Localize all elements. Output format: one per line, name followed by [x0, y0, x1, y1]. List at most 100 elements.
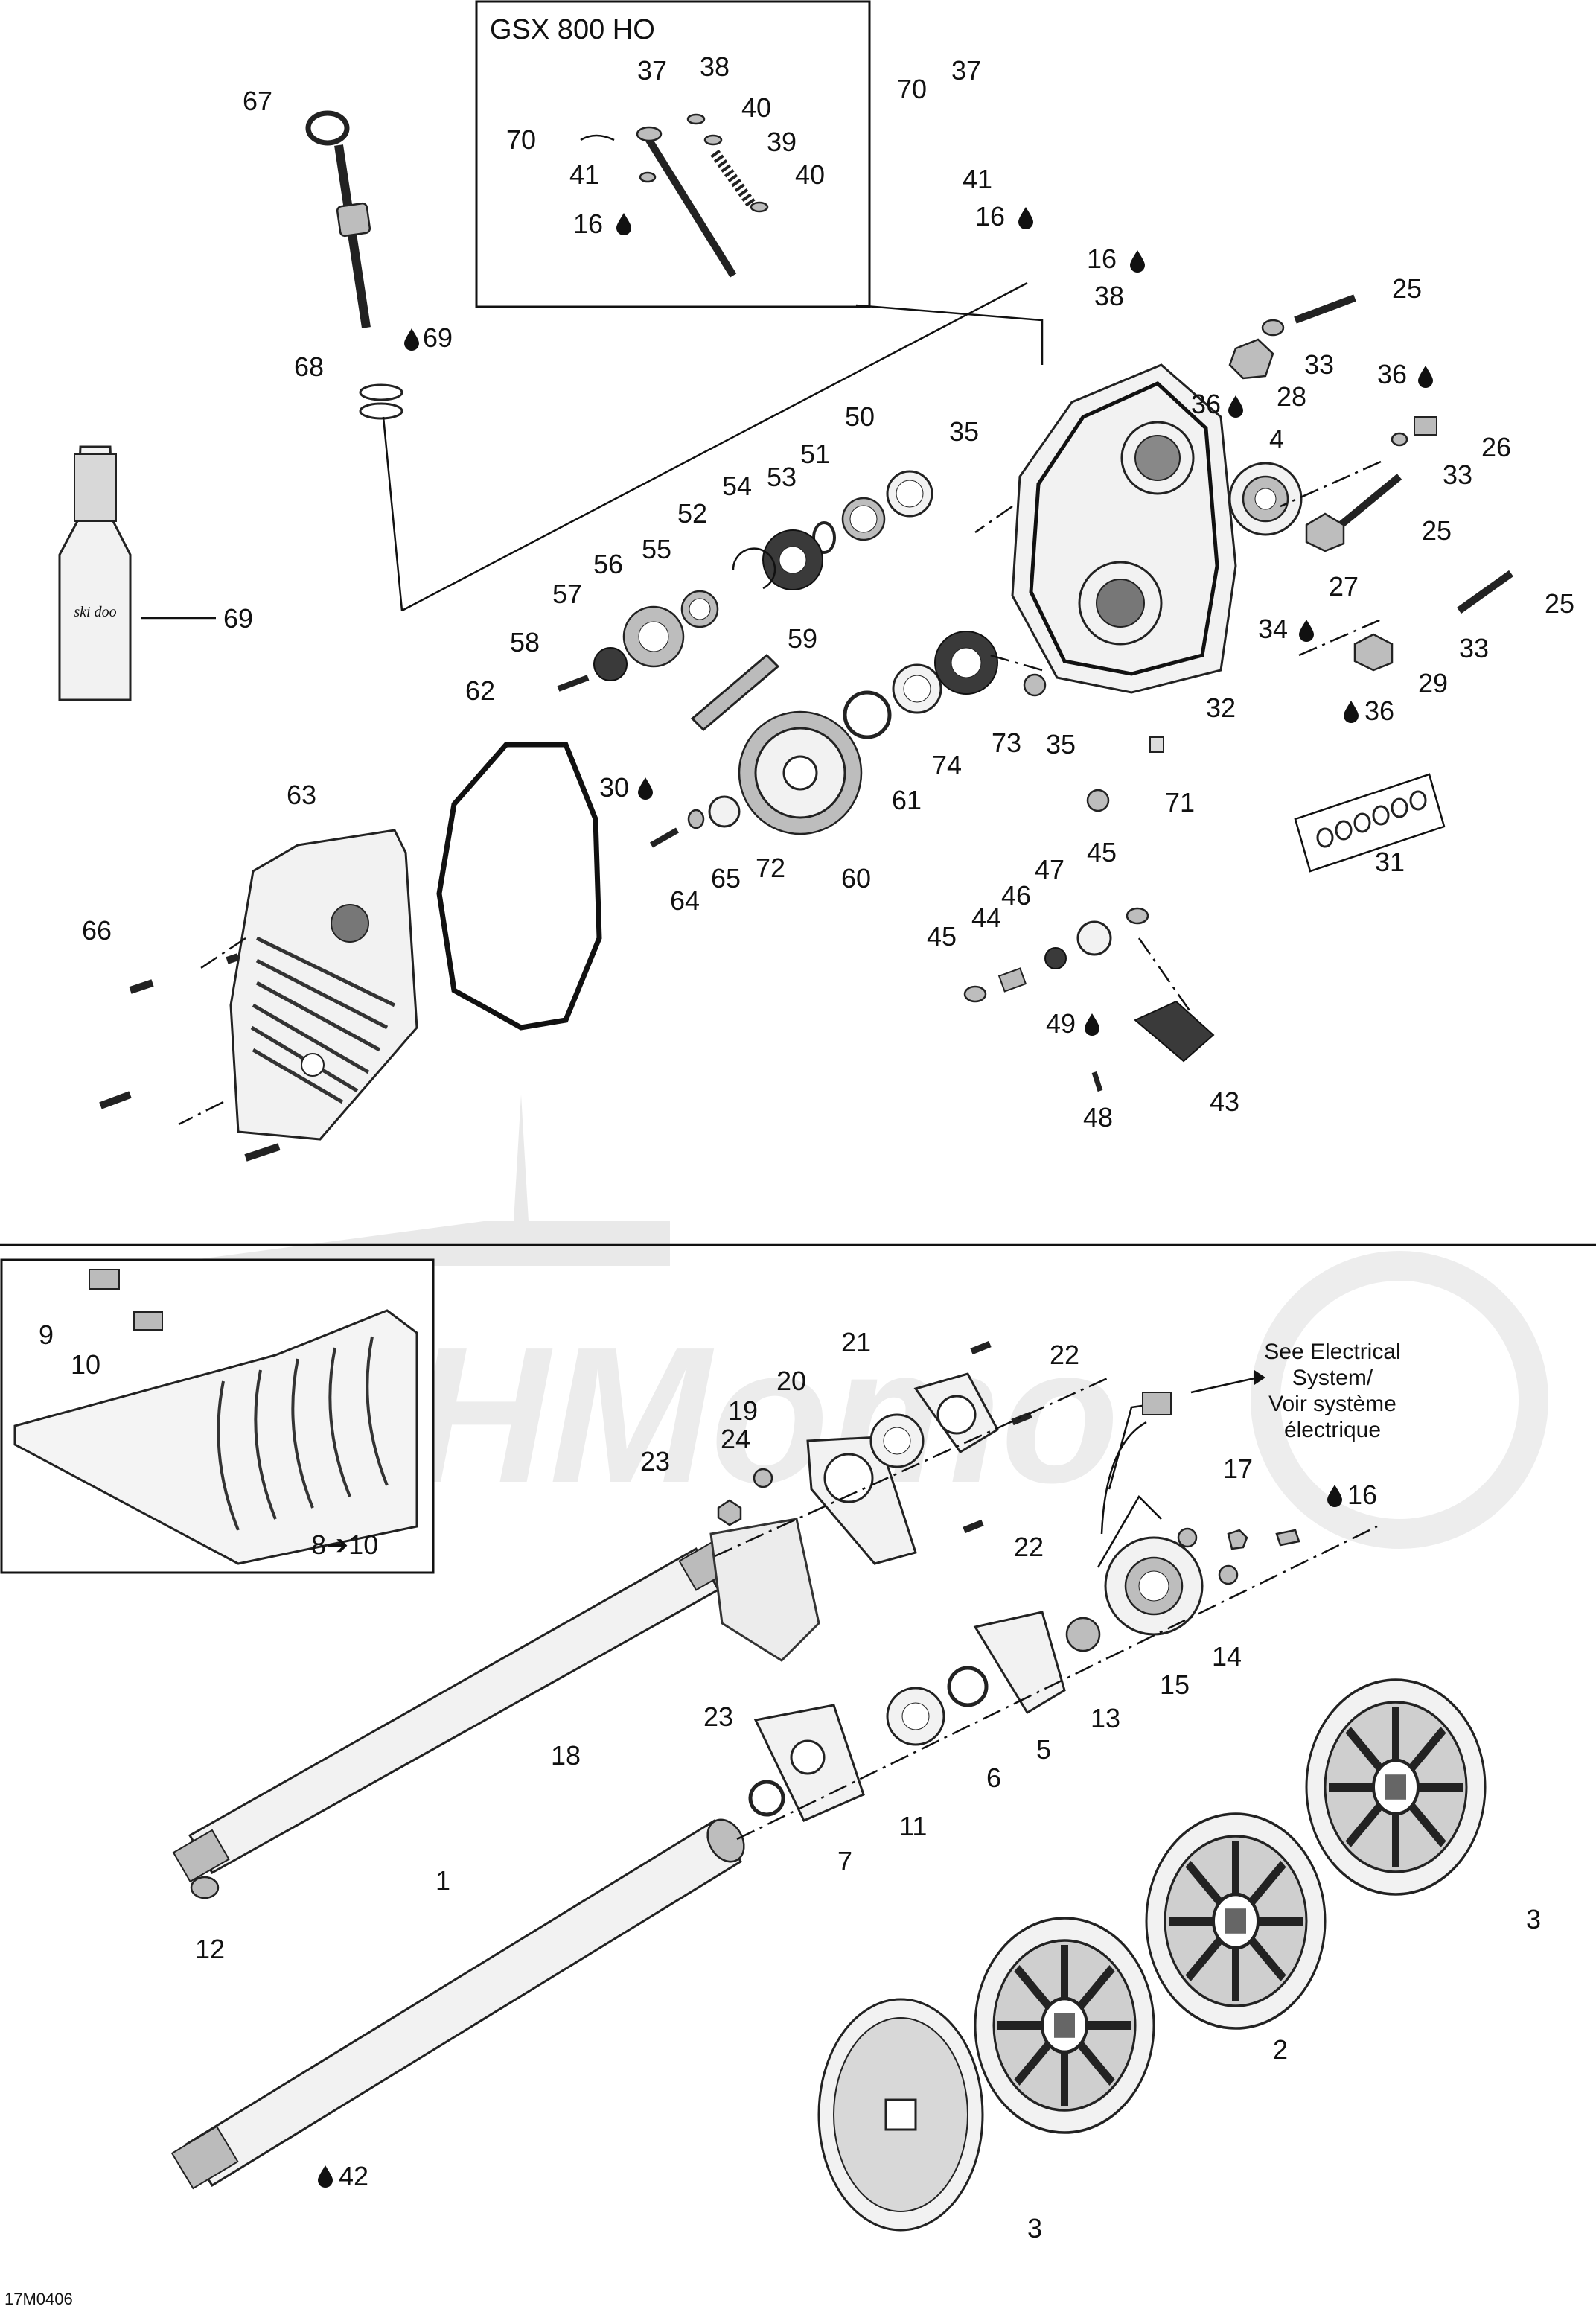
callout-25: 25	[1545, 588, 1574, 619]
svg-text:System/: System/	[1292, 1366, 1373, 1390]
callout-25: 25	[1392, 273, 1422, 304]
callout-51: 51	[800, 439, 830, 469]
idler-wheel-3-left	[817, 1998, 984, 2232]
callout-56: 56	[593, 549, 623, 579]
dipstick	[305, 110, 403, 420]
upper-leader-lines	[178, 281, 1385, 1126]
callout-65: 65	[711, 863, 741, 894]
callout-47: 47	[1035, 854, 1064, 885]
callout-21: 21	[841, 1327, 871, 1357]
callout-10: 10	[71, 1349, 100, 1380]
callout-74: 74	[932, 750, 962, 780]
bearing-4	[1228, 462, 1303, 536]
callout-61: 61	[892, 785, 922, 815]
callout-16: 16	[1347, 1480, 1377, 1510]
callout-66: 66	[82, 915, 112, 946]
svg-text:See Electrical: See Electrical	[1264, 1340, 1400, 1364]
lower-leader-lines	[714, 1370, 1378, 1841]
callout-36: 36	[1377, 359, 1407, 389]
callout-13: 13	[1091, 1703, 1120, 1733]
tensioner	[963, 907, 1215, 1092]
svg-text:Voir système: Voir système	[1268, 1392, 1396, 1416]
callout-12: 12	[195, 1934, 225, 1964]
callout-42: 42	[339, 2161, 368, 2191]
callout-23: 23	[640, 1446, 670, 1477]
callout-9: 9	[39, 1319, 54, 1350]
callout-48: 48	[1083, 1102, 1113, 1133]
gear-train	[557, 470, 1164, 848]
callout-30: 30	[599, 772, 629, 803]
callout-7: 7	[837, 1846, 852, 1876]
callout-43: 43	[1210, 1086, 1239, 1117]
callout-53: 53	[767, 462, 797, 492]
inset-title: GSX 800 HO	[490, 14, 655, 45]
callout-70: 70	[897, 74, 927, 104]
ring-kit-31	[1294, 773, 1446, 873]
callout-69: 69	[223, 603, 253, 634]
drive-sprocket-2-a	[975, 1918, 1154, 2133]
callout-45: 45	[927, 921, 957, 952]
callout-33: 33	[1459, 633, 1489, 663]
callout-41: 41	[569, 159, 599, 190]
callout-18: 18	[551, 1740, 581, 1771]
callout-40: 40	[795, 159, 825, 190]
oil-bottle-label: ski doo	[74, 604, 116, 620]
gasket-62	[436, 742, 602, 1031]
callout-36: 36	[1191, 389, 1221, 419]
callout-8-to-10: 8➔10	[311, 1529, 378, 1560]
callout-72: 72	[756, 853, 785, 883]
callout-5: 5	[1036, 1734, 1051, 1765]
callout-31: 31	[1375, 847, 1405, 877]
callout-71: 71	[1165, 787, 1195, 818]
callout-57: 57	[552, 579, 582, 609]
callout-34: 34	[1258, 614, 1288, 644]
callout-44: 44	[971, 902, 1001, 933]
callout-36: 36	[1364, 695, 1394, 726]
callout-54: 54	[722, 471, 752, 501]
callout-70: 70	[506, 124, 536, 155]
callout-33: 33	[1443, 459, 1472, 490]
callout-49: 49	[1046, 1008, 1076, 1039]
callout-2: 2	[1273, 2034, 1288, 2065]
drawing-code: 17M0406	[4, 2290, 73, 2308]
speed-sensor-assembly	[748, 1392, 1300, 1822]
callout-20: 20	[776, 1366, 806, 1396]
callout-64: 64	[670, 885, 700, 916]
callout-55: 55	[642, 534, 671, 564]
idler-wheel-3-right	[1306, 1680, 1485, 1894]
drive-sprocket-2-b	[1146, 1814, 1325, 2028]
callout-27: 27	[1329, 571, 1359, 602]
callout-37: 37	[951, 55, 981, 86]
callout-52: 52	[677, 498, 707, 529]
callout-3: 3	[1526, 1904, 1541, 1934]
callout-22: 22	[1050, 1340, 1079, 1370]
callout-67: 67	[243, 86, 272, 116]
callout-25: 25	[1422, 515, 1452, 546]
callout-16: 16	[975, 201, 1005, 232]
oil-bottle: ski doo	[58, 445, 132, 701]
callout-45: 45	[1087, 837, 1117, 867]
callout-3: 3	[1027, 2213, 1042, 2243]
callout-16: 16	[1087, 243, 1117, 274]
drive-axle-1	[170, 1818, 745, 2190]
callout-40: 40	[741, 92, 771, 123]
track-inset	[0, 1258, 435, 1574]
callout-39: 39	[767, 127, 797, 157]
callout-46: 46	[1001, 880, 1031, 911]
callout-19: 19	[728, 1395, 758, 1426]
callout-69: 69	[423, 322, 453, 353]
callout-37: 37	[637, 55, 667, 86]
callout-32: 32	[1206, 692, 1236, 723]
callout-50: 50	[845, 401, 875, 432]
callout-41: 41	[963, 164, 992, 194]
callout-38: 38	[700, 51, 730, 82]
bearing-housings	[709, 1340, 1032, 1662]
gsx-800-ho-inset: GSX 800 HO	[475, 0, 871, 308]
callout-6: 6	[986, 1762, 1001, 1793]
callout-35: 35	[1046, 729, 1076, 759]
drive-axle-18	[172, 1539, 733, 1899]
callout-1: 1	[435, 1865, 450, 1896]
callout-35: 35	[949, 416, 979, 447]
chaincase-cover	[229, 829, 418, 1141]
callout-11: 11	[899, 1811, 927, 1841]
